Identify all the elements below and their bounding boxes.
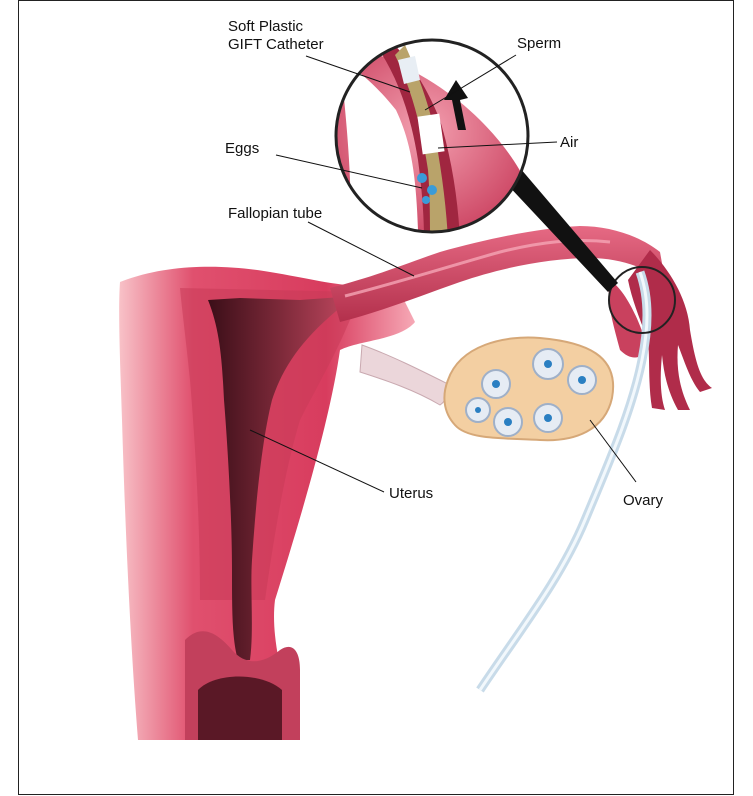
catheter-label-line1: Soft Plastic <box>228 18 324 36</box>
sperm-label: Sperm <box>517 35 561 53</box>
ovarian-ligament <box>360 345 450 405</box>
catheter-label-line2: GIFT Catheter <box>228 36 324 54</box>
uterus-label: Uterus <box>389 485 433 503</box>
cervical-canal <box>198 677 282 741</box>
ovary-label: Ovary <box>623 492 663 510</box>
eggs-label: Eggs <box>225 140 259 158</box>
fallopian-tube-label: Fallopian tube <box>228 205 322 223</box>
catheter-label: Soft Plastic GIFT Catheter <box>228 18 324 54</box>
magnified-view <box>330 36 540 246</box>
air-label: Air <box>560 134 578 152</box>
